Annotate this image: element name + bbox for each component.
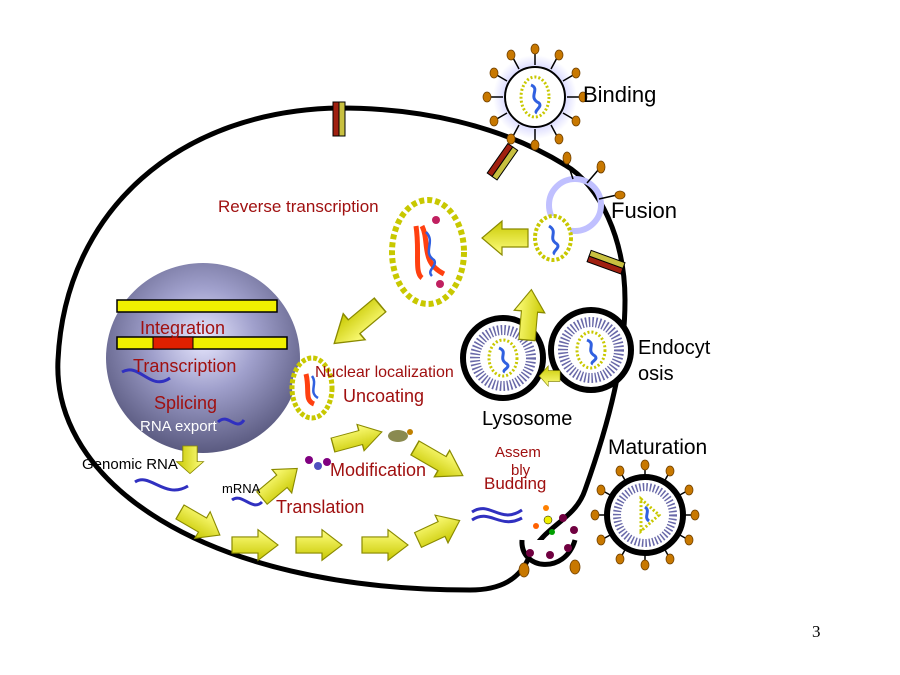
rna-strand-budding [471,507,523,517]
label-transcription: Transcription [133,356,236,376]
label-endocytosis-2: osis [638,363,674,385]
label-uncoating: Uncoating [343,386,424,406]
capsid-after-fusion [533,214,573,262]
label-maturation: Maturation [608,436,707,459]
label-modification: Modification [330,460,426,480]
endosome-vesicle [548,307,634,393]
label-genomic-rna: Genomic RNA [82,456,178,473]
virion-fusion [546,151,626,234]
dna-strand-top [116,299,278,313]
budding-site [471,505,581,578]
label-binding: Binding [583,82,656,107]
capsid-uncoating [289,355,335,421]
label-nuclear-localization: Nuclear localization [315,364,454,381]
rna-strand-budding-2 [471,514,523,524]
label-assembly-2: bly [511,462,531,479]
label-reverse-transcription: Reverse transcription [218,197,379,216]
label-rna-export: RNA export [140,418,218,435]
label-lysosome: Lysosome [482,408,572,430]
label-splicing: Splicing [154,393,217,413]
rna-strand-export [216,417,246,426]
page-number: 3 [812,622,821,641]
label-mrna: mRNA [222,481,261,496]
mrna-strand [231,496,264,507]
label-assembly-1: Assem [495,444,541,461]
membrane-receptors [332,101,626,275]
label-endocytosis-1: Endocyt [638,337,711,359]
protein-particles [305,429,413,470]
label-integration: Integration [140,318,225,338]
virion-binding [482,43,588,151]
labels: Binding Fusion Endocyt osis Lysosome Mat… [82,82,711,517]
label-translation: Translation [276,497,364,517]
integrated-provirus [152,336,194,350]
virion-mature [590,459,700,571]
dna-strand-bottom [116,336,288,350]
capsid-reverse-transcription [389,197,467,307]
label-budding: Budding [484,474,546,493]
genomic-rna-strand [134,478,189,492]
rna-strand-nucleus [121,368,171,384]
label-fusion: Fusion [611,198,677,223]
nucleus [106,263,300,453]
